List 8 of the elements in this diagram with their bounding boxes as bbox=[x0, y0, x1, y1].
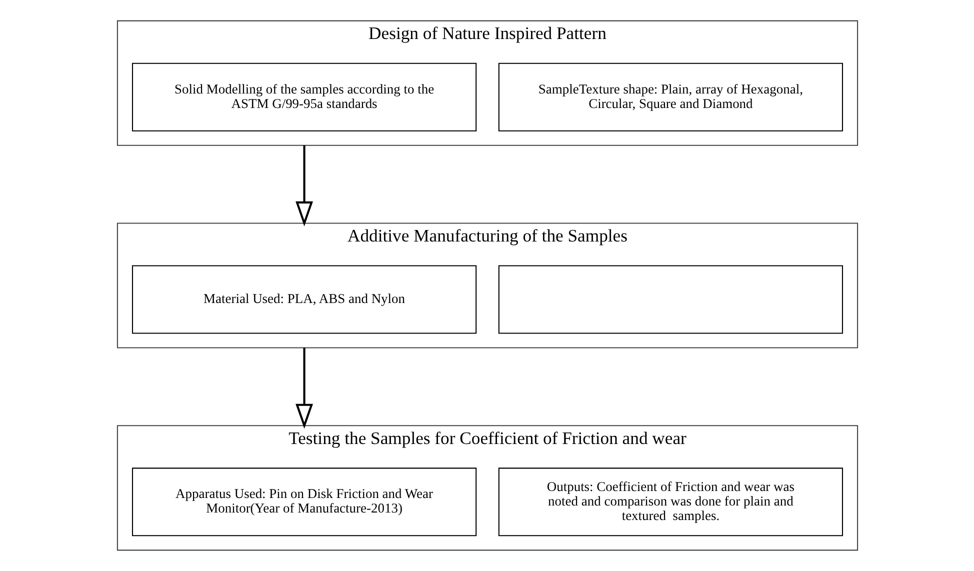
node-box: Material Used: PLA, ABS and Nylon bbox=[131, 265, 476, 334]
node-box: Solid Modelling of the samples according to the ASTM G/99-95a standards bbox=[131, 62, 476, 132]
arrow bbox=[295, 145, 313, 226]
node-box: Apparatus Used: Pin on Disk Friction and Wear Monitor(Year of Manufacture-2013) bbox=[131, 468, 476, 536]
node-box: Outputs: Coefficient of Friction and wear was noted and comparison was done for plain and textured samples. bbox=[498, 468, 843, 536]
node-box: SampleTexture shape: Plain, array of Hexagonal, Circular, Square and Diamond bbox=[498, 62, 843, 132]
node-box bbox=[498, 265, 843, 334]
arrow bbox=[295, 348, 313, 429]
